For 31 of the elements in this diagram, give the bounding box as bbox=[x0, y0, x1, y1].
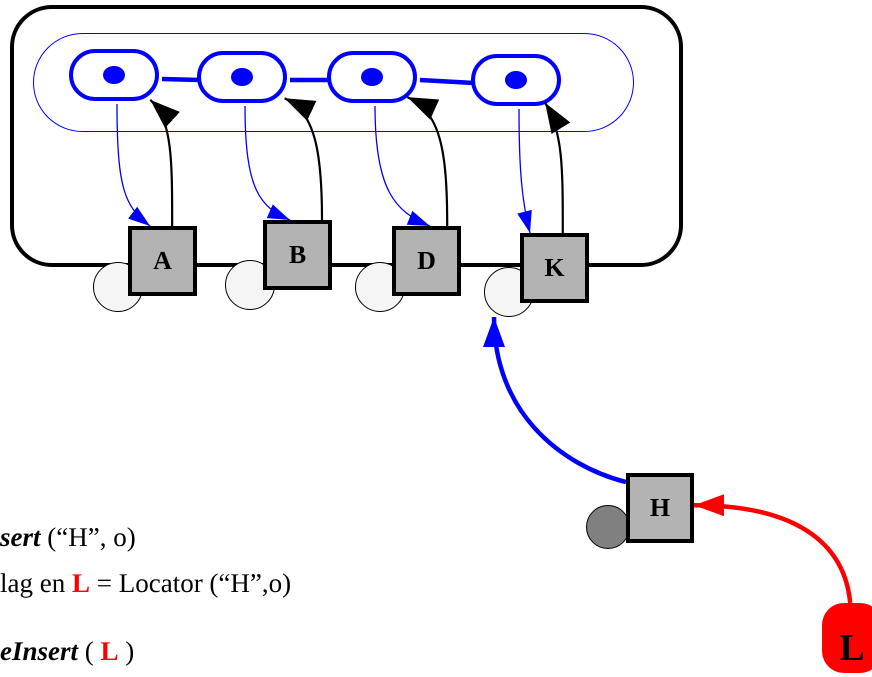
link-line bbox=[290, 78, 330, 82]
arrow bbox=[518, 109, 532, 234]
node-letter: H bbox=[650, 493, 670, 523]
arrow bbox=[244, 106, 290, 221]
element-box bbox=[626, 473, 694, 543]
locator-box bbox=[822, 603, 872, 673]
element-box bbox=[263, 220, 332, 290]
arrow bbox=[406, 96, 448, 226]
arrow bbox=[484, 316, 627, 484]
sequence-band bbox=[33, 33, 634, 132]
code-line: lag en L = Locator (“H”,o) bbox=[0, 568, 292, 599]
element-box bbox=[520, 233, 589, 303]
arrow bbox=[374, 106, 430, 227]
code-line: eInsert ( L ) bbox=[0, 636, 134, 667]
node-letter: A bbox=[153, 246, 172, 276]
arrow bbox=[284, 97, 324, 220]
position-capsule bbox=[69, 49, 159, 101]
node-letter: L bbox=[839, 626, 865, 670]
element-box bbox=[128, 226, 197, 296]
node-letter: K bbox=[544, 253, 565, 283]
position-capsule bbox=[197, 51, 287, 103]
node-letter: D bbox=[417, 246, 436, 276]
node-letter: B bbox=[288, 240, 306, 270]
code-line: sert (“H”, o) bbox=[0, 522, 136, 553]
position-capsule bbox=[327, 51, 417, 103]
arrow bbox=[116, 104, 150, 226]
arrow bbox=[694, 495, 852, 604]
element-box bbox=[392, 226, 461, 296]
arrow bbox=[544, 102, 570, 233]
position-capsule bbox=[471, 54, 561, 106]
arrow bbox=[150, 99, 179, 226]
